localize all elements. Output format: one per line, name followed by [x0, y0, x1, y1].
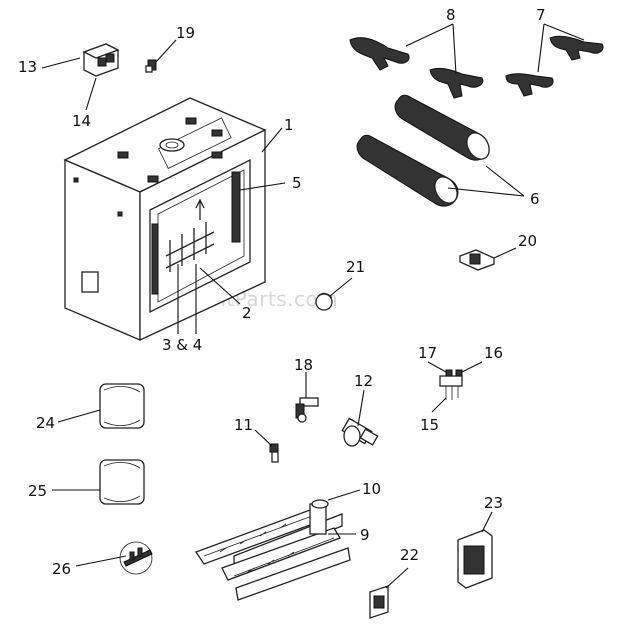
callout-9: 9 — [360, 526, 370, 544]
callout-3-4: 3 & 4 — [162, 336, 202, 354]
fitting-part-18 — [295, 397, 319, 423]
callout-13: 13 — [18, 58, 37, 76]
callout-16: 16 — [484, 344, 503, 362]
callout-12: 12 — [354, 372, 373, 390]
bracket-part-20 — [459, 249, 495, 271]
callout-10: 10 — [362, 480, 381, 498]
callout-14: 14 — [72, 112, 91, 130]
bracket-part-22 — [369, 585, 389, 619]
logs-part-6 — [356, 94, 490, 207]
callout-26: 26 — [52, 560, 71, 578]
module-part-23 — [457, 529, 493, 589]
orifice-part-11 — [269, 443, 279, 463]
firebox-part-1 — [63, 97, 267, 342]
callout-11: 11 — [234, 416, 253, 434]
callout-22: 22 — [400, 546, 419, 564]
callout-2: 2 — [242, 304, 252, 322]
callout-17: 17 — [418, 344, 437, 362]
knob-part-21 — [315, 292, 333, 311]
leader-lines — [41, 23, 585, 589]
callout-7: 7 — [536, 6, 546, 24]
valve-part-12 — [341, 417, 379, 447]
log-grate-part-7 — [505, 35, 604, 97]
callout-6: 6 — [530, 190, 540, 208]
callout-5: 5 — [292, 174, 302, 192]
callout-21: 21 — [346, 258, 365, 276]
callout-8: 8 — [446, 6, 456, 24]
callout-23: 23 — [484, 494, 503, 512]
packet-part-24 — [99, 383, 145, 429]
hardware-part-26 — [119, 541, 153, 575]
callout-1: 1 — [284, 116, 294, 134]
callout-20: 20 — [518, 232, 537, 250]
callout-15: 15 — [420, 416, 439, 434]
log-grate-part-8 — [349, 37, 484, 99]
callout-18: 18 — [294, 356, 313, 374]
connector-part-15-16-17 — [439, 369, 463, 400]
callout-24: 24 — [36, 414, 55, 432]
switch-box-part-13 — [82, 43, 120, 77]
packet-part-25 — [99, 459, 145, 505]
clip-part-19 — [145, 59, 157, 73]
callout-25: 25 — [28, 482, 47, 500]
callout-19: 19 — [176, 24, 195, 42]
burner-part-9-10 — [195, 499, 351, 601]
